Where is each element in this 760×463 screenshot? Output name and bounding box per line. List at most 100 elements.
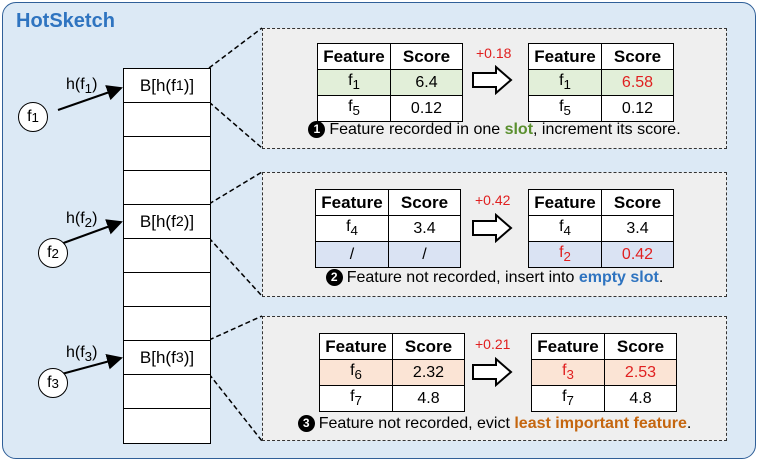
zoom-line-1b — [208, 101, 263, 149]
score-delta: +0.21 — [475, 336, 511, 352]
description-text: Feature not recorded, evict — [318, 415, 515, 432]
table-header-cell: Feature — [528, 43, 602, 70]
table-header-cell: Feature — [528, 189, 602, 216]
table-cell: 4.8 — [392, 385, 465, 412]
table-cell: f4 — [528, 215, 602, 242]
table-header-cell: Score — [601, 189, 674, 216]
table-cell: 3.4 — [388, 215, 461, 242]
table-cell: f5 — [317, 95, 391, 122]
zoom-line-3b — [208, 373, 263, 442]
table-header-cell: Feature — [531, 333, 605, 360]
update-arrow-icon — [472, 213, 513, 243]
diagram-title: HotSketch — [16, 10, 115, 32]
step-number-badge: 2 — [325, 269, 343, 286]
description-tail: . — [686, 415, 692, 432]
table-cell: f1 — [317, 69, 391, 96]
table-cell: f7 — [531, 385, 605, 412]
table-cell: 6.58 — [601, 69, 674, 96]
table-header-cell: Feature — [317, 43, 391, 70]
table-header-cell: Score — [604, 333, 677, 360]
description-text: Feature not recorded, insert into — [346, 269, 579, 286]
score-delta: +0.42 — [475, 192, 511, 208]
description-highlight: slot — [504, 121, 534, 138]
hash-arrow-3 — [57, 353, 123, 376]
table-cell: f7 — [319, 385, 393, 412]
table-header-cell: Feature — [315, 189, 389, 216]
description-text: Feature recorded in one — [329, 121, 505, 138]
table-row: // — [315, 241, 461, 268]
hash-arrow-2 — [57, 219, 123, 246]
table-header-cell: Score — [390, 43, 463, 70]
bucket-cell — [124, 273, 210, 307]
table-header-cell: Score — [392, 333, 465, 360]
table-cell: 6.4 — [390, 69, 463, 96]
table-cell: 0.12 — [601, 95, 674, 122]
table-cell: f2 — [528, 241, 602, 268]
table-cell: f5 — [528, 95, 602, 122]
description-tail: , increment its score. — [533, 121, 681, 138]
table-cell: f1 — [528, 69, 602, 96]
description-highlight: empty slot — [578, 269, 659, 286]
bucket-cell — [124, 137, 210, 171]
hash-label-3: h(f3) — [66, 344, 98, 365]
table-cell: 2.32 — [392, 359, 465, 386]
description-highlight: least important feature — [514, 415, 687, 432]
table-cell: / — [388, 241, 461, 268]
update-arrow-icon — [472, 357, 513, 387]
hash-label-2: h(f2) — [66, 210, 98, 231]
hash-arrow-1 — [57, 85, 123, 111]
step-number-badge: 3 — [297, 415, 315, 432]
bucket-cell — [124, 171, 210, 205]
bucket-cell — [124, 375, 210, 409]
table-cell: / — [315, 241, 389, 268]
zoom-line-3a — [208, 315, 263, 341]
zoom-line-1a — [208, 27, 263, 69]
table-cell: 4.8 — [604, 385, 677, 412]
table-cell: f4 — [315, 215, 389, 242]
step-number-badge: 1 — [308, 121, 326, 138]
table-header-cell: Score — [388, 189, 461, 216]
table-cell: f3 — [531, 359, 605, 386]
bucket-cell — [124, 307, 210, 341]
bucket-cell — [124, 409, 210, 443]
table-cell: f6 — [319, 359, 393, 386]
table-cell: 0.42 — [601, 241, 674, 268]
table-cell: 0.12 — [390, 95, 463, 122]
table-header-cell: Score — [601, 43, 674, 70]
table-header-cell: Feature — [319, 333, 393, 360]
bucket-cell — [124, 239, 210, 273]
hash-label-1: h(f1) — [66, 76, 98, 97]
update-arrow-icon — [472, 65, 513, 95]
description-tail: . — [658, 269, 664, 286]
